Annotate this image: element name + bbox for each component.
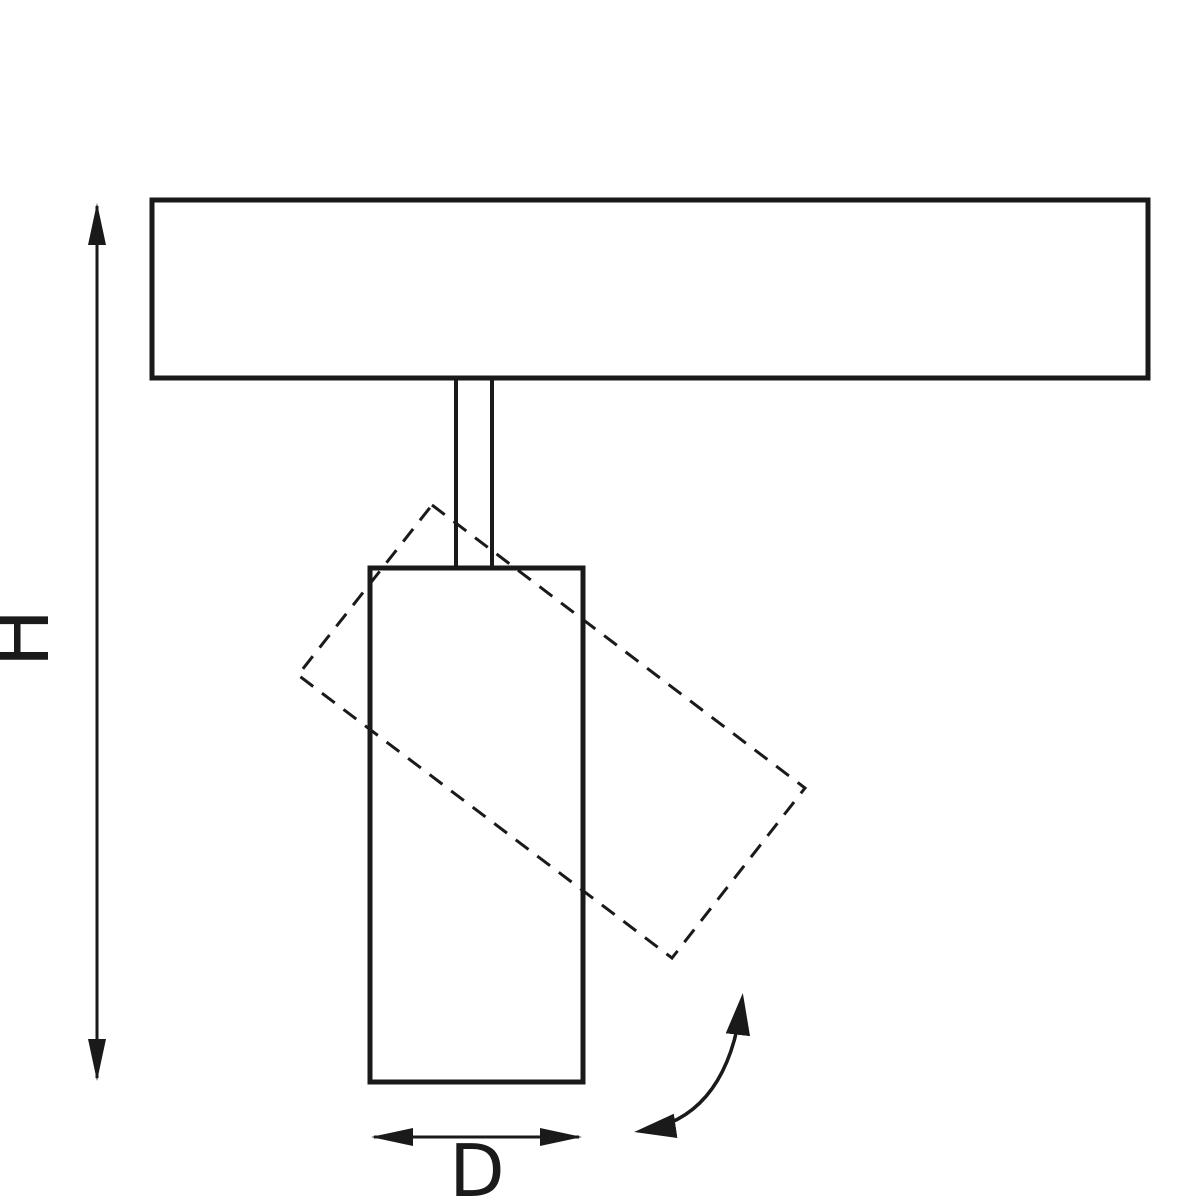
fixture-body xyxy=(367,565,586,1085)
height-label: H xyxy=(0,609,67,668)
rotated-body-dashed-outline xyxy=(295,502,808,961)
track-rail xyxy=(149,197,1151,381)
fixture-stem xyxy=(454,379,494,568)
diameter-label: D xyxy=(449,1129,504,1200)
rotation-arrow xyxy=(634,993,751,1138)
